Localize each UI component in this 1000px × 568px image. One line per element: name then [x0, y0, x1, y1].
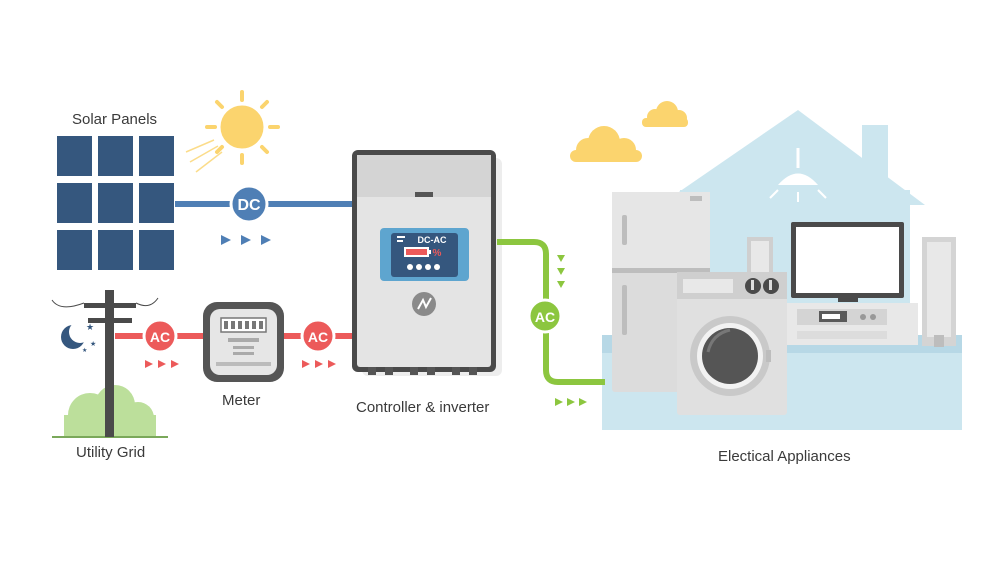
lightning-icon: [412, 292, 436, 316]
controller-inverter-label: Controller & inverter: [356, 399, 490, 416]
electrical-appliances-label: Electical Appliances: [718, 448, 851, 465]
dc-flow-arrows: [221, 235, 271, 245]
ac-house-flow-arrows-down: [557, 255, 565, 288]
ac-grid-flow-arrows-left: [145, 360, 179, 368]
electric-meter: [203, 302, 284, 382]
ac-badge-grid-left-label: AC: [150, 329, 170, 345]
inverter-display: DC-AC %: [380, 228, 469, 281]
inverter-display-title: DC-AC: [418, 235, 447, 245]
cloud-left: [570, 126, 642, 162]
washing-machine-icon: [677, 272, 787, 415]
cloud-right: [642, 101, 688, 127]
utility-grid-label: Utility Grid: [76, 444, 146, 461]
utility-pole-icon: [51, 290, 159, 437]
battery-icon: [404, 247, 431, 257]
svg-text:★: ★: [82, 347, 87, 354]
ac-badge-house-label: AC: [535, 309, 555, 325]
ac-grid-flow-arrows-right: [302, 360, 336, 368]
svg-text:★: ★: [90, 340, 96, 348]
solar-panel-array: [57, 136, 174, 270]
meter-label: Meter: [222, 392, 261, 409]
tv-cabinet-icon: [787, 303, 918, 345]
sun-icon: [185, 90, 280, 173]
ceiling-lamp-icon: [769, 148, 827, 202]
speaker-right-icon: [922, 237, 956, 347]
solar-panels-label: Solar Panels: [72, 111, 158, 128]
television-icon: [791, 222, 904, 302]
ac-house-flow-arrows-right: [555, 398, 587, 406]
ac-badge-grid-left: AC: [142, 318, 178, 354]
ac-badge-grid-right: AC: [300, 318, 336, 354]
ac-badge-grid-right-label: AC: [308, 329, 328, 345]
inverter-terminals: [368, 367, 477, 375]
inverter-display-percent: %: [433, 248, 442, 259]
controller-inverter-unit: DC-AC %: [352, 150, 502, 376]
inverter-display-buttons: [407, 264, 440, 270]
svg-text:★: ★: [86, 323, 94, 333]
dc-badge-label: DC: [237, 197, 261, 214]
dc-badge: DC: [229, 184, 269, 224]
moon-icon: ★ ★ ★: [61, 321, 96, 354]
ac-badge-house: AC: [527, 298, 563, 334]
